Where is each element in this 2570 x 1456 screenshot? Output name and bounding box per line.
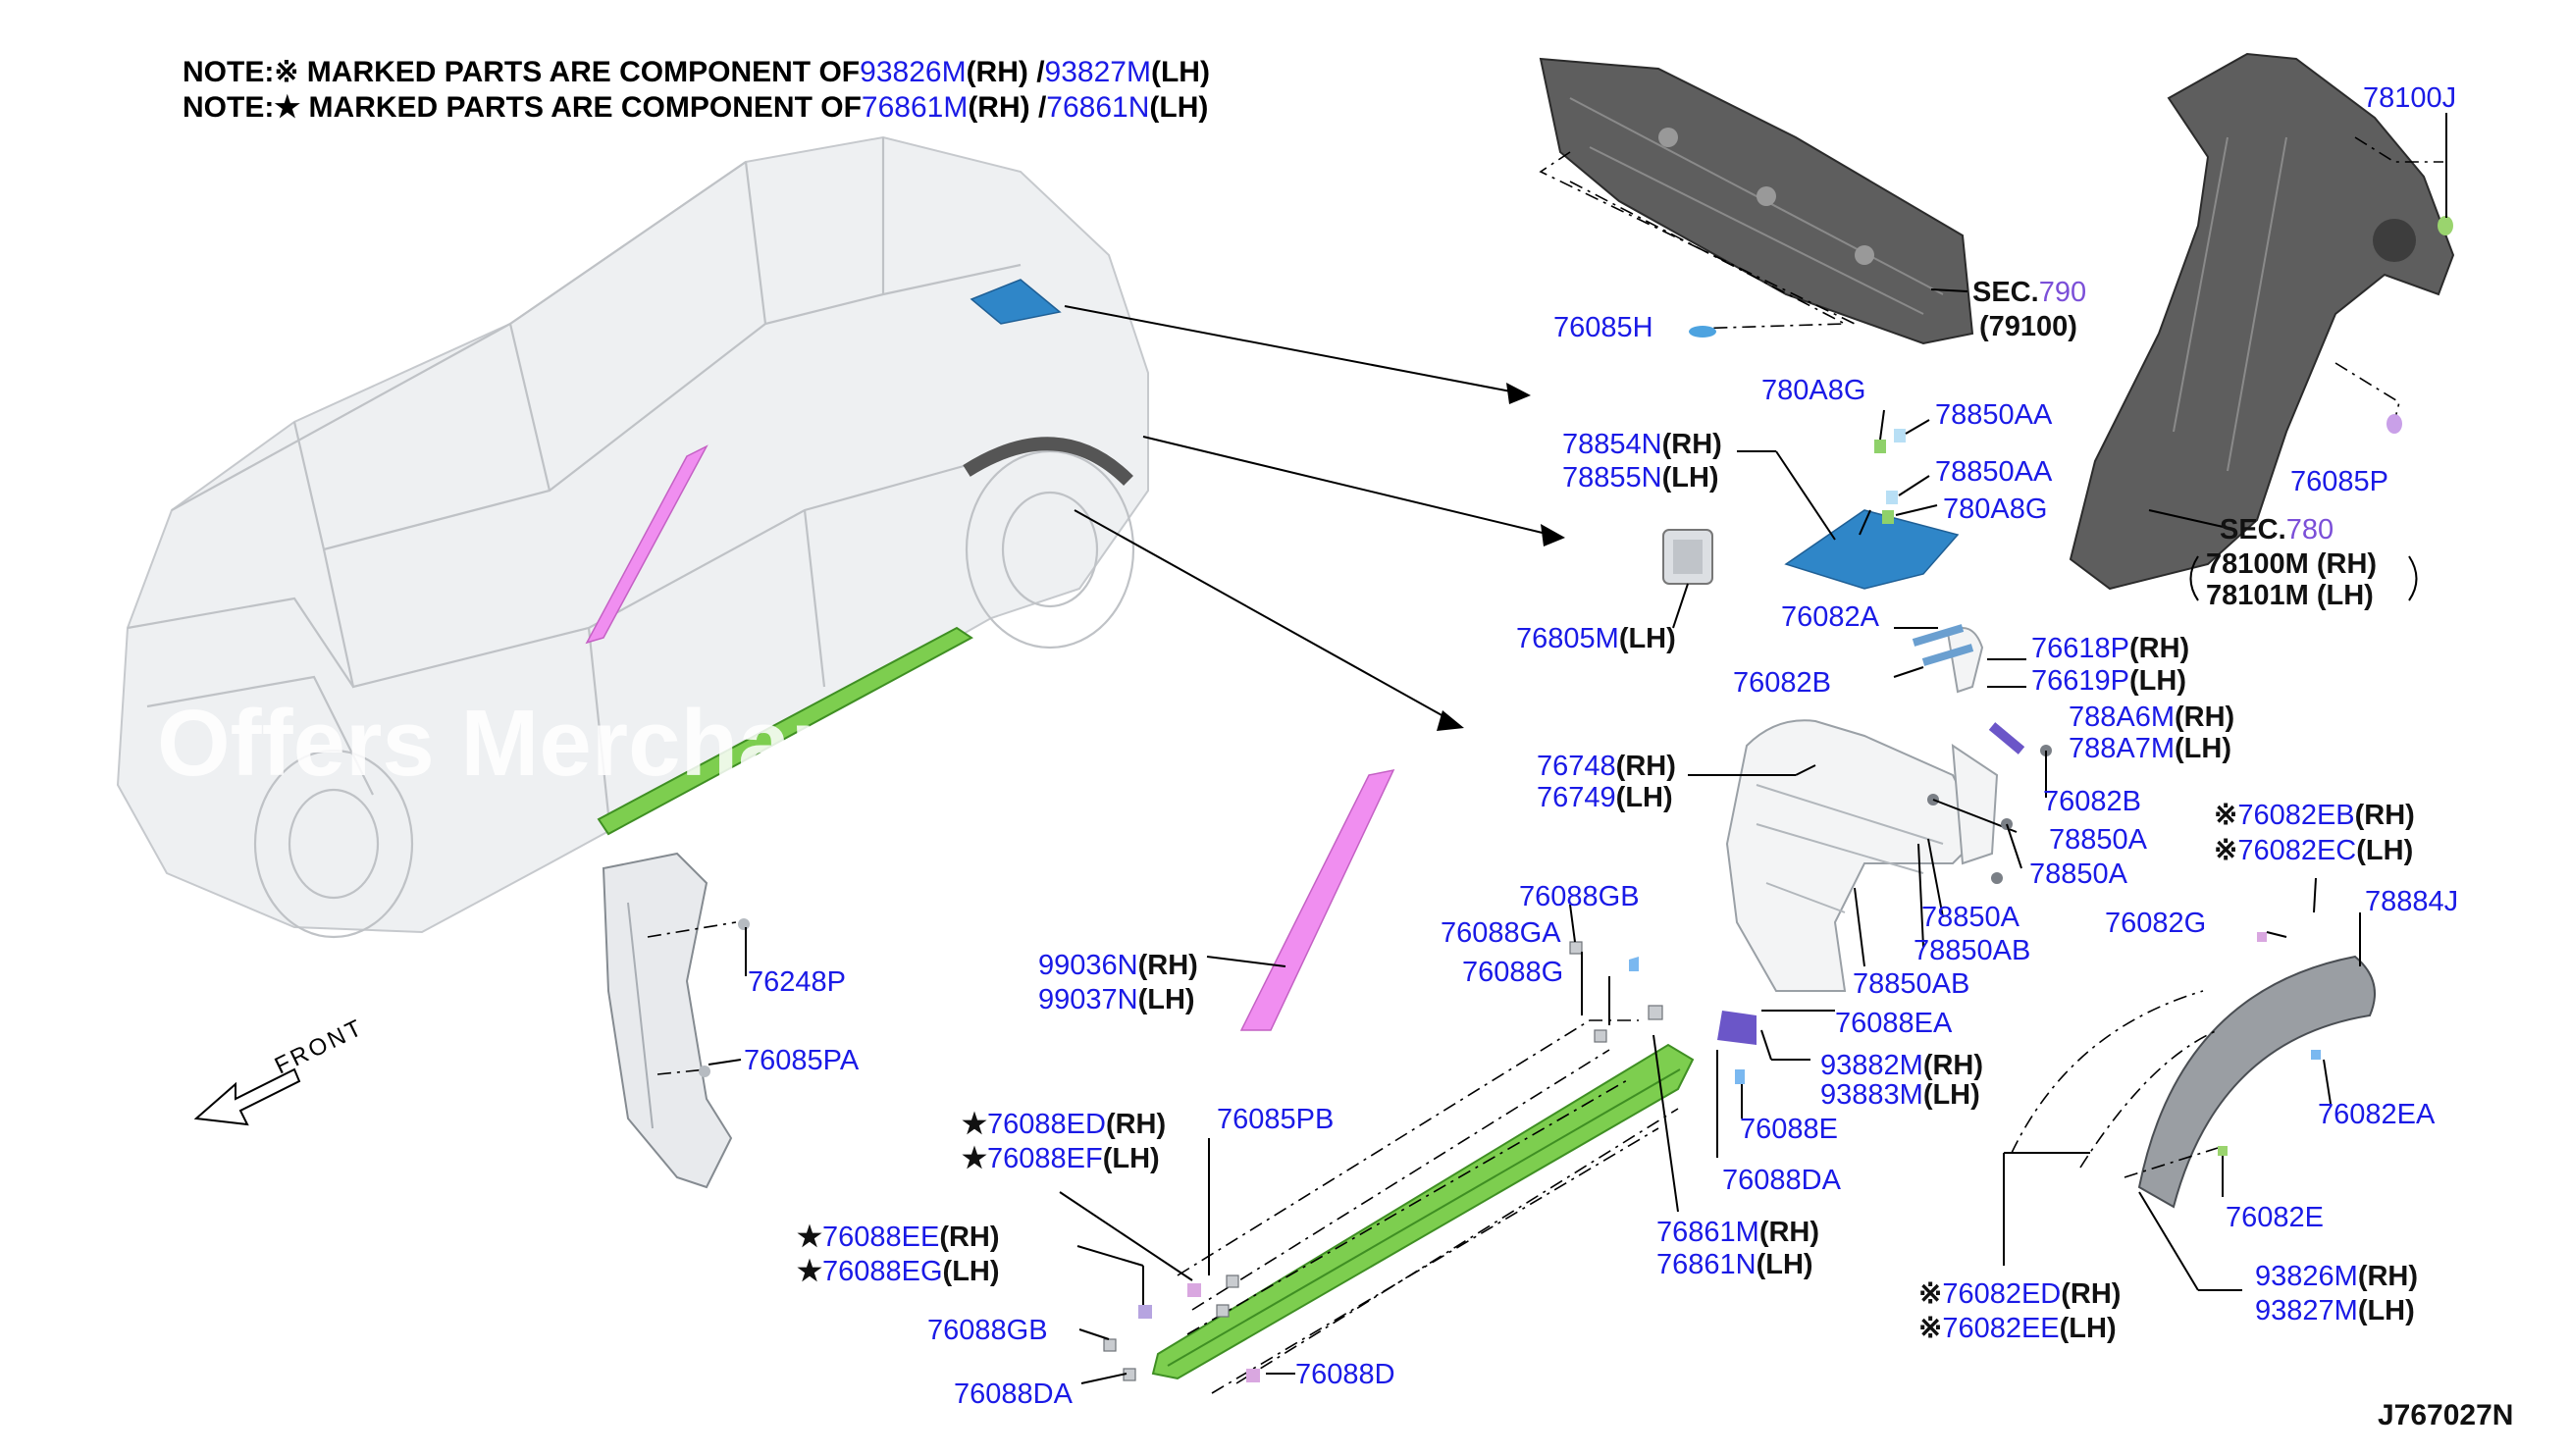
part-76088G[interactable]: 76088G (1462, 957, 1563, 988)
part-76805M-lh[interactable]: 76805M(LH) (1516, 623, 1676, 654)
part-76088DA-left[interactable]: 76088DA (954, 1378, 1074, 1410)
part-76082EE-lh[interactable]: ※76082EE(LH) (1918, 1313, 2117, 1344)
part-76085PA[interactable]: 76085PA (744, 1045, 860, 1076)
part-labels: 78100J 76085H 780A8G 78850AA 78850AA 780… (744, 82, 2458, 1410)
part-76861N-lh[interactable]: 76861N(LH) (1656, 1249, 1813, 1280)
part-76082EA[interactable]: 76082EA (2318, 1099, 2436, 1130)
center-pillar-group (602, 852, 750, 1189)
part-788A7M-lh[interactable]: 788A7M(LH) (2069, 733, 2231, 764)
part-76088GB-lower[interactable]: 76088GB (927, 1315, 1048, 1346)
part-76085H[interactable]: 76085H (1553, 312, 1653, 343)
part-76088DA-right[interactable]: 76088DA (1722, 1165, 1842, 1196)
part-78850AA-lower[interactable]: 78850AA (1935, 456, 2053, 488)
fender-flare (2137, 955, 2376, 1209)
part-76861M-rh[interactable]: 76861M(RH) (1656, 1217, 1819, 1248)
part-93883M-lh[interactable]: 93883M(LH) (1820, 1079, 1980, 1111)
part-99037N-lh[interactable]: 99037N(LH) (1038, 984, 1195, 1015)
part-76749-lh[interactable]: 76749(LH) (1537, 782, 1673, 813)
section-780-sub-lh: 78101M (LH) (2206, 580, 2374, 611)
part-78850AB-1[interactable]: 78850AB (1914, 935, 2030, 966)
part-76082G[interactable]: 76082G (2105, 908, 2206, 939)
part-76082A[interactable]: 76082A (1781, 601, 1880, 633)
part-76088E[interactable]: 76088E (1740, 1114, 1838, 1145)
front-label: FRONT (271, 1014, 369, 1079)
part-78100J[interactable]: 78100J (2363, 82, 2456, 114)
car-sill-molding-highlight (597, 626, 973, 836)
part-93826M-rh[interactable]: 93826M(RH) (2255, 1261, 2418, 1292)
part-788A6M-rh[interactable]: 788A6M(RH) (2069, 702, 2234, 733)
part-76088GB-upper[interactable]: 76088GB (1519, 881, 1640, 912)
sill-molding-group (1059, 904, 1835, 1394)
car-pillar-trim-highlight (585, 444, 708, 645)
part-780A8G-lower[interactable]: 780A8G (1943, 494, 2047, 525)
rear-panel-assembly (1539, 57, 1974, 345)
notes-block: NOTE:※ MARKED PARTS ARE COMPONENT OF9382… (183, 56, 1210, 124)
part-76082B-lower[interactable]: 76082B (2043, 786, 2141, 817)
section-790-label[interactable]: SEC.790 (1972, 277, 2086, 308)
car-insulator-highlight (970, 279, 1062, 325)
part-78850A-2[interactable]: 78850A (2029, 858, 2128, 890)
part-78850AA-upper[interactable]: 78850AA (1935, 399, 2053, 431)
fender-flare-group (2003, 877, 2376, 1291)
part-78855N-lh[interactable]: 78855N(LH) (1562, 462, 1719, 494)
part-76748-rh[interactable]: 76748(RH) (1537, 751, 1676, 782)
part-76082EB-rh[interactable]: ※76082EB(RH) (2214, 800, 2415, 831)
wheelhouse-liner-group (1688, 624, 2052, 992)
part-780A8G-upper[interactable]: 780A8G (1761, 375, 1865, 406)
pillar-garnish (1239, 768, 1395, 1031)
diagram-code: J767027N (2378, 1399, 2513, 1431)
insulator-pad (1784, 509, 1960, 590)
note-line-1: NOTE:※ MARKED PARTS ARE COMPONENT OF9382… (183, 56, 1210, 88)
section-780-label[interactable]: SEC.780 (2220, 514, 2334, 546)
part-76088EA[interactable]: 76088EA (1835, 1008, 1953, 1039)
note-1-rh-part: 93826M (860, 56, 966, 88)
note-2-rh-part: 76861M (862, 91, 968, 124)
part-76088D[interactable]: 76088D (1295, 1359, 1395, 1390)
section-790-sub: (79100) (1979, 311, 2077, 342)
front-arrow-icon (193, 1067, 301, 1126)
note-line-2: NOTE:★ MARKED PARTS ARE COMPONENT OF7686… (183, 91, 1208, 124)
part-76085PB[interactable]: 76085PB (1217, 1104, 1334, 1135)
part-76088EF-lh[interactable]: ★76088EF(LH) (962, 1143, 1160, 1174)
part-78850A-3[interactable]: 78850A (1921, 902, 2020, 933)
part-76088EG-lh[interactable]: ★76088EG(LH) (797, 1256, 1000, 1287)
part-78884J[interactable]: 78884J (2365, 886, 2458, 917)
part-76088GA[interactable]: 76088GA (1441, 917, 1561, 949)
insulator-group (1662, 409, 1960, 629)
part-76082ED-rh[interactable]: ※76082ED(RH) (1918, 1278, 2121, 1310)
center-pillar-trim (602, 852, 733, 1189)
part-76088ED-rh[interactable]: ★76088ED(RH) (962, 1109, 1166, 1140)
car-wheel-arch-highlight (963, 437, 1133, 486)
part-78850A-1[interactable]: 78850A (2049, 824, 2148, 856)
quarter-panel-assembly (2069, 52, 2455, 591)
part-99036N-rh[interactable]: 99036N(RH) (1038, 950, 1198, 981)
part-78854N-rh[interactable]: 78854N(RH) (1562, 429, 1722, 460)
part-76088EE-rh[interactable]: ★76088EE(RH) (797, 1222, 1000, 1253)
section-780-sub-rh: 78100M (RH) (2206, 548, 2377, 580)
front-direction-indicator: FRONT (193, 1014, 369, 1126)
part-76082E[interactable]: 76082E (2226, 1202, 2324, 1233)
part-78850AB-2[interactable]: 78850AB (1853, 968, 1969, 1000)
part-76082B-upper[interactable]: 76082B (1733, 667, 1831, 699)
part-93827M-lh[interactable]: 93827M(LH) (2255, 1295, 2415, 1326)
part-76619P-lh[interactable]: 76619P(LH) (2031, 665, 2186, 697)
part-93882M-rh[interactable]: 93882M(RH) (1820, 1050, 1983, 1081)
part-76082EC-lh[interactable]: ※76082EC(LH) (2214, 835, 2413, 866)
note-2-lh-part: 76861N (1046, 91, 1149, 124)
callout-arrows (1064, 305, 1565, 731)
part-76618P-rh[interactable]: 76618P(RH) (2031, 633, 2189, 664)
vehicle-illustration: Offers Merchandise (116, 135, 1149, 939)
part-76085P[interactable]: 76085P (2290, 466, 2388, 497)
watermark-text: Offers Merchandise (157, 691, 1036, 796)
part-76248P[interactable]: 76248P (748, 966, 846, 998)
note-1-lh-part: 93827M (1045, 56, 1151, 88)
